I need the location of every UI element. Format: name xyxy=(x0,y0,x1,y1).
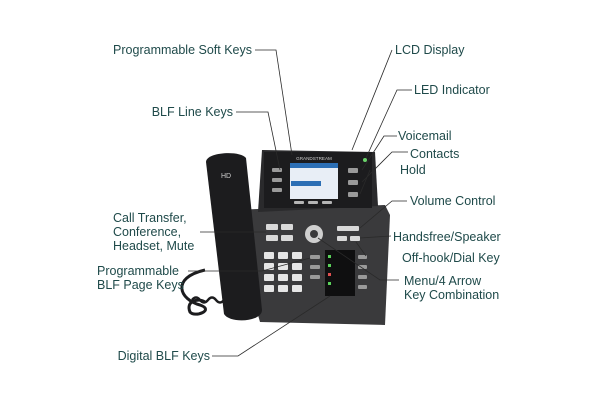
dial-keypad xyxy=(264,252,302,292)
blf-page-key-1[interactable] xyxy=(310,255,320,259)
coiled-cord xyxy=(180,268,207,316)
hold-key[interactable] xyxy=(348,192,358,197)
handset xyxy=(206,153,262,321)
callout-programmable-soft-keys: Programmable Soft Keys xyxy=(113,43,252,57)
transfer-key[interactable] xyxy=(266,224,278,230)
leader-blf-line-keys xyxy=(236,111,281,171)
blf-side-key[interactable] xyxy=(358,275,367,279)
leader-offhook xyxy=(355,241,367,257)
blf-led xyxy=(328,255,331,258)
soft-key-1[interactable] xyxy=(294,201,304,204)
blf-side-key[interactable] xyxy=(358,255,367,259)
blf-led xyxy=(328,273,331,276)
leader-programmable-soft-keys xyxy=(255,49,293,156)
callout-handsfree-speaker: Handsfree/Speaker xyxy=(393,230,501,244)
soft-key-3[interactable] xyxy=(322,201,332,204)
dial-key[interactable] xyxy=(264,252,274,259)
line-key-2[interactable] xyxy=(272,178,282,182)
mute-key[interactable] xyxy=(281,235,293,241)
led-indicator xyxy=(363,158,367,162)
leader-volume-control xyxy=(359,200,407,229)
callout-contacts: Contacts xyxy=(410,147,460,161)
callout-led-indicator: LED Indicator xyxy=(414,83,490,97)
coiled-cord-spiral xyxy=(191,296,225,304)
brand-logo: GRANDSTREAM xyxy=(296,156,332,161)
blf-led xyxy=(328,282,331,285)
dial-key[interactable] xyxy=(278,274,288,281)
dial-key[interactable] xyxy=(264,285,274,292)
handset-label: HD xyxy=(221,173,231,180)
line-key-1[interactable] xyxy=(272,168,282,172)
callout-volume-control: Volume Control xyxy=(410,194,496,208)
conference-key[interactable] xyxy=(281,224,293,230)
dial-key[interactable] xyxy=(278,252,288,259)
leader-voicemail xyxy=(361,135,397,171)
menu-key[interactable] xyxy=(310,230,318,238)
callout-offhook-dial-key: Off-hook/Dial Key xyxy=(402,251,500,265)
leader-digital-blf xyxy=(212,295,331,357)
lcd-header-bar xyxy=(290,163,338,168)
blf-side-key[interactable] xyxy=(358,285,367,289)
speaker-key[interactable] xyxy=(337,236,347,241)
blf-side-key[interactable] xyxy=(358,265,367,269)
send-key[interactable] xyxy=(350,236,360,241)
dial-key[interactable] xyxy=(292,252,302,259)
callout-digital-blf-keys: Digital BLF Keys xyxy=(117,349,210,363)
dial-key[interactable] xyxy=(292,285,302,292)
dial-key[interactable] xyxy=(292,274,302,281)
leader-contacts xyxy=(361,151,408,183)
leader-menu-arrow xyxy=(317,237,399,281)
soft-key-2[interactable] xyxy=(308,201,318,204)
leader-handsfree xyxy=(359,235,392,239)
leader-led-indicator xyxy=(365,89,412,159)
voicemail-key[interactable] xyxy=(348,168,358,173)
leader-lines xyxy=(188,49,412,357)
headset-key[interactable] xyxy=(266,235,278,241)
callout-lcd-display: LCD Display xyxy=(395,43,465,57)
leader-lcd-display xyxy=(351,49,393,151)
callout-programmable-blf-page-keys: Programmable BLF Page Keys xyxy=(97,264,184,292)
contacts-key[interactable] xyxy=(348,180,358,185)
blf-led xyxy=(328,264,331,267)
dial-key[interactable] xyxy=(264,274,274,281)
leader-blf-page-keys xyxy=(188,257,311,272)
dial-key[interactable] xyxy=(278,285,288,292)
callout-hold: Hold xyxy=(400,163,426,177)
callout-blf-line-keys: BLF Line Keys xyxy=(151,105,233,119)
line-key-3[interactable] xyxy=(272,188,282,192)
dial-key[interactable] xyxy=(292,263,302,270)
callout-menu-arrow-keys: Menu/4 Arrow Key Combination xyxy=(404,274,500,302)
callout-voicemail: Voicemail xyxy=(398,129,452,143)
callout-call-transfer-conference: Call Transfer, Conference, Headset, Mute xyxy=(113,211,195,253)
volume-key[interactable] xyxy=(337,226,359,231)
lcd-selected-row xyxy=(291,181,321,186)
leader-hold xyxy=(359,169,371,195)
blf-page-key-3[interactable] xyxy=(310,275,320,279)
blf-page-key-2[interactable] xyxy=(310,265,320,269)
